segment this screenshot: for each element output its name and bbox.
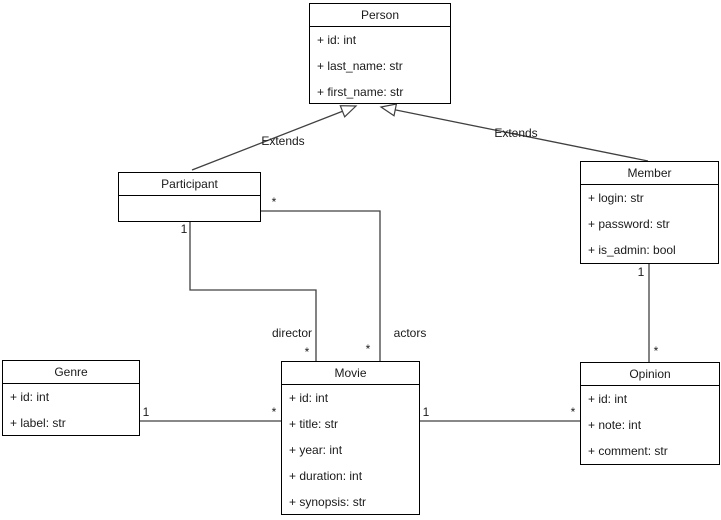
class-movie[interactable]: Movie + id: int + title: str + year: int… (281, 361, 420, 515)
inheritance-line-participant-person (191, 105, 358, 171)
class-genre-title: Genre (3, 361, 139, 384)
class-opinion-attribute: + comment: str (588, 444, 668, 458)
class-movie-attribute: + id: int (289, 391, 329, 405)
class-member-attribute: + login: str (588, 191, 644, 205)
class-opinion-title: Opinion (581, 363, 719, 386)
genre-movie-multiplicity-genre: 1 (142, 405, 150, 419)
actors-role-label: actors (393, 326, 427, 340)
class-movie-attribute: + synopsis: str (289, 495, 367, 509)
member-opinion-multiplicity-opinion: * (653, 344, 659, 358)
class-genre-attribute: + id: int (10, 390, 50, 404)
genre-movie-multiplicity-movie: * (271, 405, 277, 419)
class-opinion-attribute: + id: int (588, 392, 628, 406)
class-movie-attribute: + duration: int (289, 469, 363, 483)
director-multiplicity-movie: * (304, 345, 310, 359)
extends-label-member: Extends (494, 126, 538, 140)
class-opinion-attribute: + note: int (588, 418, 642, 432)
class-member[interactable]: Member + login: str + password: str + is… (580, 161, 719, 264)
movie-opinion-multiplicity-opinion: * (570, 405, 576, 419)
actors-multiplicity-movie: * (365, 342, 371, 356)
class-genre[interactable]: Genre + id: int + label: str (2, 360, 140, 436)
class-movie-attribute: + title: str (289, 417, 339, 431)
class-person-title: Person (310, 4, 450, 27)
class-participant[interactable]: Participant (118, 172, 261, 222)
movie-opinion-multiplicity-movie: 1 (422, 405, 430, 419)
member-opinion-multiplicity-member: 1 (637, 265, 645, 279)
director-multiplicity-participant: 1 (180, 222, 188, 236)
class-person-attribute: + last_name: str (317, 59, 403, 73)
class-person[interactable]: Person + id: int + last_name: str + firs… (309, 3, 451, 104)
class-person-attribute: + first_name: str (317, 85, 404, 99)
association-actors (261, 210, 381, 361)
class-movie-attribute: + year: int (289, 443, 343, 457)
extends-label-participant: Extends (261, 134, 305, 148)
actors-multiplicity-participant: * (271, 195, 277, 209)
director-role-label: director (271, 326, 313, 340)
class-participant-empty-section (119, 196, 260, 221)
class-member-attribute: + password: str (588, 217, 670, 231)
class-participant-title: Participant (119, 173, 260, 196)
class-opinion[interactable]: Opinion + id: int + note: int + comment:… (580, 362, 720, 465)
class-member-attribute: + is_admin: bool (588, 243, 676, 257)
inheritance-line-member-person (379, 103, 649, 162)
class-member-title: Member (581, 162, 718, 185)
class-person-attribute: + id: int (317, 33, 357, 47)
association-director (189, 222, 317, 361)
class-movie-title: Movie (282, 362, 419, 385)
class-genre-attribute: + label: str (10, 416, 66, 430)
